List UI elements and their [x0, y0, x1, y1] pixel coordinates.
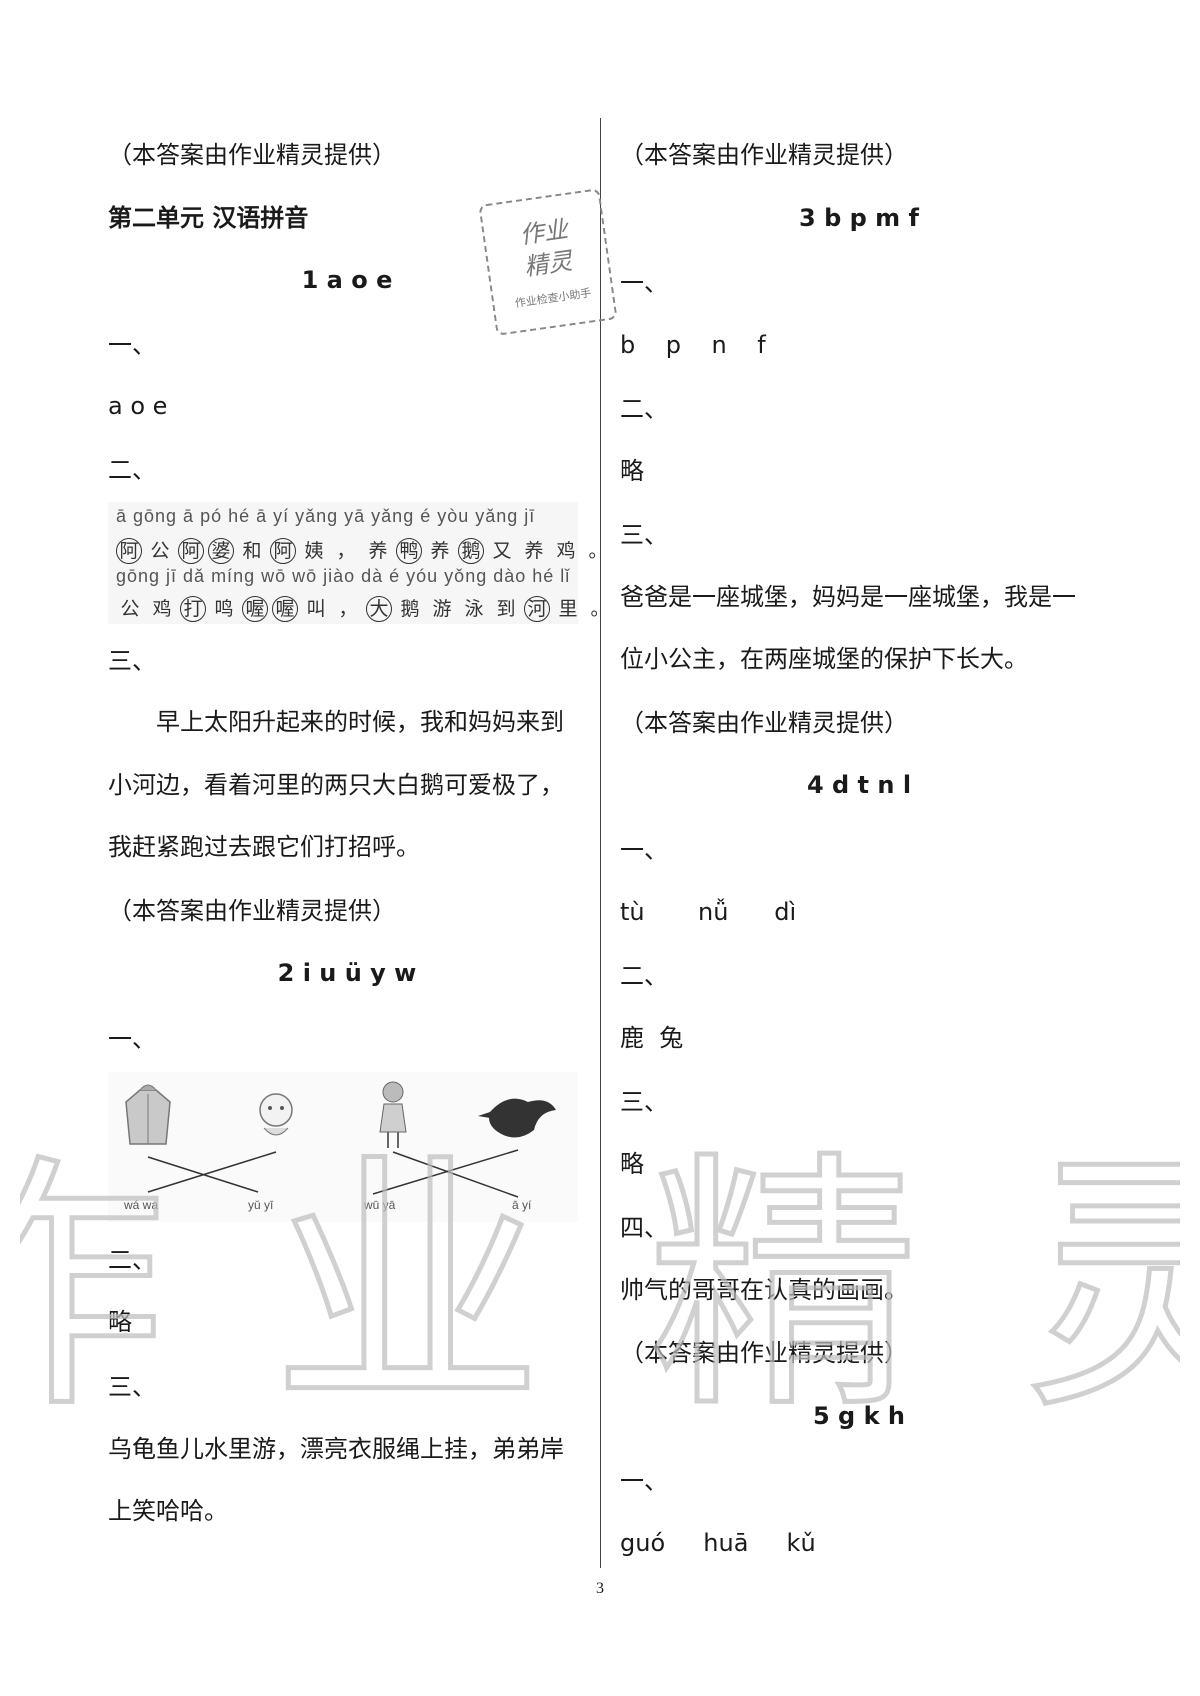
character: 鸡 — [152, 598, 172, 620]
character: 和 — [242, 540, 262, 562]
section-label: 四、 — [620, 1214, 668, 1242]
circled-character: 阿 — [116, 538, 142, 564]
circled-character: 喔 — [242, 596, 268, 622]
character: 养 — [430, 540, 450, 562]
section-label: 二、 — [620, 395, 668, 423]
section-label: 三、 — [108, 1373, 156, 1401]
credit-note: （本答案由作业精灵提供） — [620, 141, 908, 169]
credit-note: （本答案由作业精灵提供） — [620, 1339, 908, 1367]
lesson-title: 3 b p m f — [799, 204, 919, 232]
character: 游 — [432, 598, 452, 620]
circled-character: 婆 — [208, 538, 234, 564]
answer-text: 略 — [108, 1308, 132, 1336]
character: 养 — [524, 540, 544, 562]
baby-icon — [259, 1093, 293, 1136]
paragraph-line: 我赶紧跑过去跟它们打招呼。 — [108, 833, 420, 861]
character: 里 — [558, 598, 578, 620]
paragraph-line: 上笑哈哈。 — [108, 1497, 228, 1525]
circled-character: 阿 — [178, 538, 204, 564]
pinyin-label: ā yí — [512, 1198, 532, 1212]
section-label: 一、 — [108, 1025, 156, 1053]
circled-character: 阿 — [270, 538, 296, 564]
matching-drawing — [125, 1081, 556, 1198]
character: 鸣 — [214, 598, 234, 620]
stamp-logo: 作业 精灵 作业检查小助手 — [478, 188, 618, 336]
matching-exercise-image: wá wa yǔ yī wū yā ā yí — [108, 1072, 578, 1222]
character: 叫 — [306, 598, 326, 620]
character: 到 — [496, 598, 516, 620]
answer-text: b p n f — [620, 331, 766, 359]
pinyin-exercise-image: ā gōng ā pó hé ā yí yǎng yā yǎng é yòu y… — [108, 502, 610, 624]
answer-text: 鹿 兔 — [620, 1024, 684, 1052]
coat-icon — [125, 1084, 171, 1145]
credit-note: （本答案由作业精灵提供） — [108, 897, 396, 925]
circled-character: 喔 — [272, 596, 298, 622]
character: 姨 — [304, 540, 324, 562]
circled-character: 河 — [524, 596, 550, 622]
paragraph-line: 乌龟鱼儿水里游，漂亮衣服绳上挂，弟弟岸 — [108, 1435, 564, 1463]
pinyin-label: wū yā — [364, 1198, 396, 1212]
section-label: 三、 — [108, 647, 156, 675]
answer-text: 略 — [620, 1150, 644, 1178]
circled-character: 鸭 — [396, 538, 422, 564]
pinyin-label: wá wa — [124, 1198, 159, 1212]
answer-text: a o e — [108, 392, 168, 420]
column-divider — [600, 118, 601, 1568]
answer-text: 帅气的哥哥在认真的画画。 — [620, 1276, 908, 1304]
lesson-title: 2 i u ü y w — [277, 959, 417, 987]
section-label: 二、 — [108, 1246, 156, 1274]
circled-character: 大 — [366, 596, 392, 622]
lesson-title: 1 a o e — [301, 266, 393, 294]
page-number: 3 — [596, 1580, 604, 1597]
character: 泳 — [464, 598, 484, 620]
hanzi-line: 阿公阿婆和阿姨，养鸭养鹅又养鸡。 — [116, 536, 616, 564]
paragraph-line: 早上太阳升起来的时候，我和妈妈来到 — [156, 708, 564, 736]
character: 公 — [120, 598, 140, 620]
character: 公 — [150, 540, 170, 562]
character: ， — [336, 540, 356, 562]
unit-title: 第二单元 汉语拼音 — [108, 204, 309, 232]
lesson-title: 4 d t n l — [806, 771, 912, 799]
answer-text: guó huā kǔ — [620, 1529, 816, 1557]
section-label: 二、 — [620, 962, 668, 990]
character: 鸡 — [556, 540, 576, 562]
section-label: 一、 — [620, 269, 668, 297]
paragraph-line: 位小公主，在两座城堡的保护下长大。 — [620, 645, 1028, 673]
section-label: 三、 — [620, 521, 668, 549]
character: 又 — [492, 540, 512, 562]
pinyin-line: gōng jī dǎ míng wō wō jiào dà é yóu yǒng… — [116, 566, 571, 586]
credit-note: （本答案由作业精灵提供） — [108, 141, 396, 169]
section-label: 一、 — [620, 836, 668, 864]
girl-icon — [379, 1081, 407, 1148]
pinyin-label: yǔ yī — [248, 1198, 274, 1212]
paragraph-line: 小河边，看着河里的两只大白鹅可爱极了， — [108, 771, 564, 799]
credit-note: （本答案由作业精灵提供） — [620, 709, 908, 737]
circled-character: 打 — [180, 596, 206, 622]
section-label: 一、 — [108, 331, 156, 359]
section-label: 一、 — [620, 1467, 668, 1495]
character: 。 — [590, 598, 610, 620]
character: 。 — [588, 540, 608, 562]
answer-text: tù nǚ dì — [620, 898, 797, 926]
hanzi-line: 公鸡打鸣喔喔叫，大鹅游泳到河里。 — [116, 594, 618, 622]
pinyin-line: ā gōng ā pó hé ā yí yǎng yā yǎng é yòu y… — [116, 506, 536, 526]
circled-character: 鹅 — [458, 538, 484, 564]
paragraph-line: 爸爸是一座城堡，妈妈是一座城堡，我是一 — [620, 583, 1076, 611]
character: ， — [338, 598, 358, 620]
section-label: 二、 — [108, 456, 156, 484]
lesson-title: 5 g k h — [813, 1402, 905, 1430]
character: 鹅 — [400, 598, 420, 620]
character: 养 — [368, 540, 388, 562]
crow-icon — [478, 1098, 556, 1138]
section-label: 三、 — [620, 1088, 668, 1116]
answer-text: 略 — [620, 457, 644, 485]
